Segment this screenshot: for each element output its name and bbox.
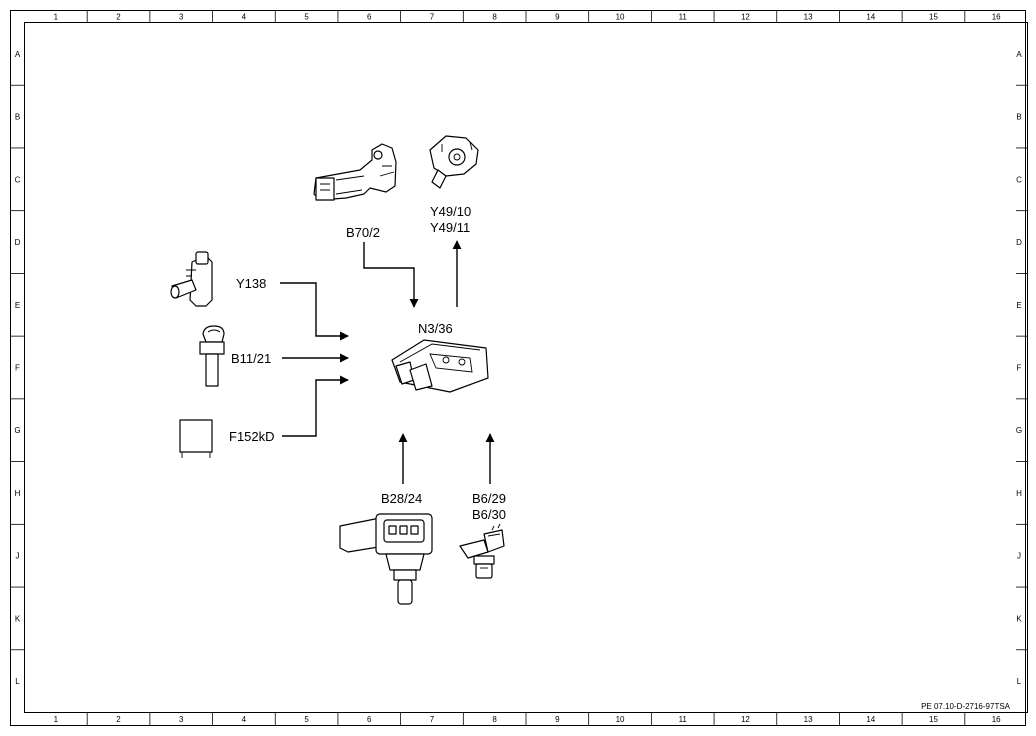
camshaft-actuator-drawing (170, 251, 213, 307)
hall-sensor-drawing (459, 523, 505, 579)
column-number: 2 (116, 715, 121, 724)
row-letter: J (16, 552, 20, 561)
row-letter: F (15, 364, 20, 373)
hall-sensor-label-1: B6/29 (472, 491, 506, 506)
column-number: 3 (179, 715, 184, 724)
row-letter: C (1016, 175, 1022, 184)
wire-f152kd-to-control-unit (282, 375, 349, 437)
column-number: 2 (116, 13, 121, 22)
row-letter: D (15, 238, 21, 247)
column-number: 15 (929, 13, 938, 22)
row-letter: G (1016, 426, 1022, 435)
row-letter: K (1016, 614, 1022, 623)
wire-y138-to-control-unit (280, 282, 349, 341)
column-number: 5 (304, 715, 309, 724)
column-number: 15 (929, 715, 938, 724)
column-number: 16 (992, 715, 1001, 724)
valve-label-1: Y49/10 (430, 204, 471, 219)
column-number: 7 (430, 13, 435, 22)
pedal-value-sensor-drawing (313, 143, 397, 201)
column-number: 7 (430, 715, 435, 724)
column-number: 6 (367, 13, 372, 22)
camshaft-actuator-label: Y138 (236, 276, 266, 291)
column-number: 4 (242, 715, 247, 724)
pressure-sensor-drawing (339, 513, 433, 605)
relay-drawing (179, 419, 213, 458)
row-letter: E (15, 301, 20, 310)
column-number: 1 (54, 715, 59, 724)
column-number: 8 (492, 715, 497, 724)
column-number: 3 (179, 13, 184, 22)
outer-frame (10, 10, 1026, 726)
column-number: 13 (804, 13, 813, 22)
column-number: 8 (492, 13, 497, 22)
drawing-code: PE 07.10-D-2716-97TSA (921, 702, 1011, 711)
row-letter: J (1017, 552, 1021, 561)
inner-frame (24, 22, 1028, 713)
column-number: 6 (367, 715, 372, 724)
row-letter: K (15, 614, 21, 623)
intake-air-sensor-label: B11/21 (231, 351, 271, 366)
column-number: 12 (741, 715, 750, 724)
row-letter: B (1016, 113, 1021, 122)
column-number: 13 (804, 715, 813, 724)
column-number: 11 (679, 715, 688, 724)
row-index-right: A B C D E F G H J K L (1016, 50, 1028, 686)
column-number: 9 (555, 13, 560, 22)
column-number: 5 (304, 13, 309, 22)
column-number: 14 (866, 13, 875, 22)
column-number: 9 (555, 715, 560, 724)
column-number: 10 (616, 715, 625, 724)
column-number: 4 (242, 13, 247, 22)
column-number: 1 (54, 13, 59, 22)
row-letter: B (15, 113, 20, 122)
column-number: 14 (866, 715, 875, 724)
column-number: 11 (679, 13, 688, 22)
row-letter: H (1016, 489, 1022, 498)
intake-air-sensor-drawing (199, 325, 225, 387)
pedal-sensor-label: B70/2 (346, 225, 380, 240)
row-letter: A (1016, 50, 1022, 59)
row-letter: A (15, 50, 21, 59)
camshaft-valve-drawing (429, 135, 479, 189)
row-letter: E (1016, 301, 1021, 310)
row-letter: L (1017, 677, 1022, 686)
row-index-left: A B C D E F G H J K L (10, 50, 25, 686)
column-number: 12 (741, 13, 750, 22)
row-letter: H (15, 489, 21, 498)
row-letter: L (15, 677, 20, 686)
column-number: 16 (992, 13, 1001, 22)
row-letter: F (1017, 364, 1022, 373)
column-number: 10 (616, 13, 625, 22)
pressure-sensor-label: B28/24 (381, 491, 422, 506)
control-unit-label: N3/36 (418, 321, 453, 336)
engine-control-unit-drawing (391, 339, 489, 393)
valve-label-2: Y49/11 (430, 220, 470, 235)
row-letter: D (1016, 238, 1022, 247)
hall-sensor-label-2: B6/30 (472, 507, 506, 522)
wire-b70-2-to-control-unit (363, 242, 419, 308)
row-letter: G (14, 426, 20, 435)
row-letter: C (15, 175, 21, 184)
relay-label: F152kD (229, 429, 275, 444)
